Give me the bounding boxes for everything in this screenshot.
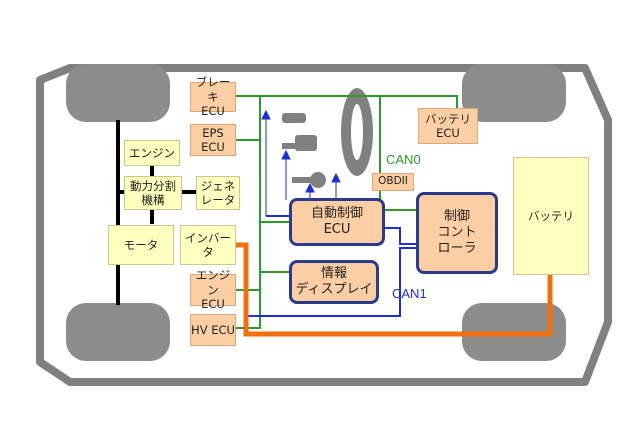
brake-ecu: ブレーキ ECU: [190, 75, 236, 118]
engine-ecu: エンジン ECU: [190, 268, 236, 311]
controller: 制御 コント ローラ: [416, 192, 498, 274]
info-display: 情報 ディスプレイ: [289, 260, 379, 304]
inverter-box: インバータ: [180, 225, 236, 265]
obd-port: OBDII: [372, 173, 414, 191]
wheel-rear-left: [66, 303, 170, 361]
engine-box: エンジン: [124, 140, 180, 166]
battery-ecu: バッテリ ECU: [418, 108, 478, 144]
generator-box: ジェネ レータ: [196, 176, 240, 210]
wheel-front-right: [462, 64, 566, 122]
wheel-front-left: [66, 64, 170, 122]
control-arrows: [261, 109, 341, 216]
auto-control-ecu: 自動制御 ECU: [289, 198, 385, 246]
pedal-icon: [282, 113, 306, 123]
can0-label: CAN0: [386, 152, 421, 167]
hv-ecu: HV ECU: [190, 314, 236, 346]
eps-ecu: EPS ECU: [190, 124, 236, 156]
can1-label: CAN1: [392, 286, 427, 301]
power-split-box: 動力分割 機構: [124, 176, 182, 210]
motor-box: モータ: [108, 225, 174, 265]
battery-box: バッテリ: [513, 157, 589, 275]
power-line: [234, 242, 553, 337]
